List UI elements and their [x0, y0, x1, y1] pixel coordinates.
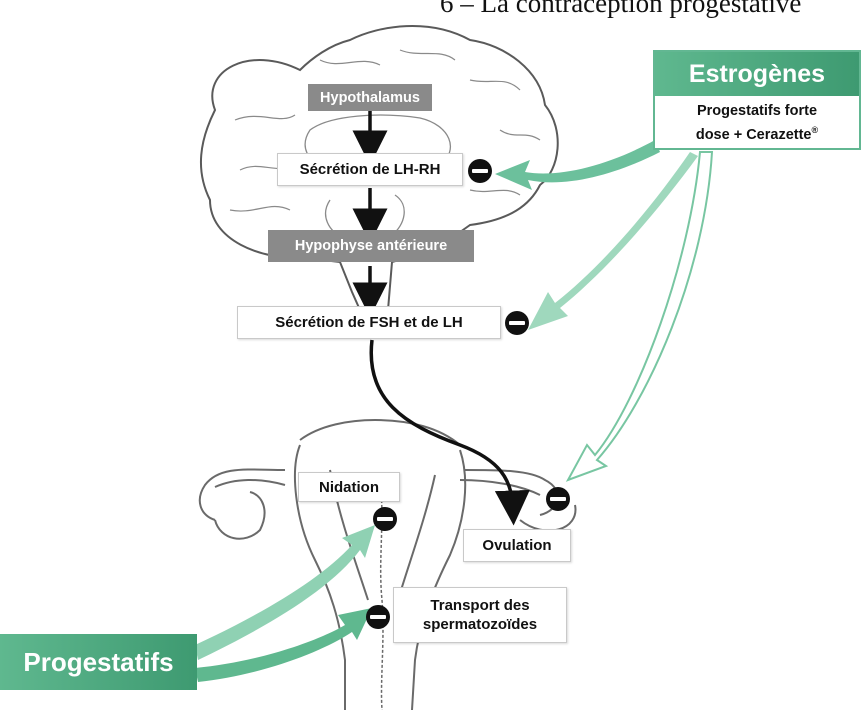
estrogen-subtitle: Progestatifs forte dose + Cerazette®: [655, 98, 859, 148]
transport-line-2: spermatozoïdes: [423, 615, 537, 634]
transport-line-1: Transport des: [430, 596, 529, 615]
progestatif-label: Progestatifs: [0, 634, 197, 690]
estrogen-line-2: dose + Cerazette®: [696, 121, 818, 145]
hypothalamus-box: Hypothalamus: [308, 84, 432, 111]
estrogen-panel: Estrogènes Progestatifs forte dose + Cer…: [653, 50, 861, 150]
inhibition-icon-fsh: [505, 311, 529, 335]
estrogen-arrow-lhrh: [495, 140, 660, 190]
nidation-box: Nidation: [298, 472, 400, 502]
estrogen-arrow-ovulation: [568, 152, 712, 480]
inhibition-icon-transport: [366, 605, 390, 629]
transport-box: Transport des spermatozoïdes: [393, 587, 567, 643]
fsh-lh-secretion-box: Sécrétion de FSH et de LH: [237, 306, 501, 339]
hypophyse-box: Hypophyse antérieure: [268, 230, 474, 262]
page-title: 6 – La contraception progestative: [440, 0, 801, 19]
lhrh-secretion-box: Sécrétion de LH-RH: [277, 153, 463, 186]
inhibition-icon-lhrh: [468, 159, 492, 183]
estrogen-title: Estrogènes: [655, 52, 859, 96]
progestatif-arrows: [195, 525, 375, 682]
estrogen-line-2-text: dose + Cerazette: [696, 126, 812, 142]
estrogen-arrows: [495, 140, 712, 480]
progestatif-arrow-nidation: [195, 525, 375, 660]
estrogen-line-1: Progestatifs forte: [697, 102, 817, 121]
inhibition-icon-ovulation: [546, 487, 570, 511]
inhibition-icon-nidation: [373, 507, 397, 531]
registered-mark: ®: [812, 125, 819, 135]
ovulation-box: Ovulation: [463, 529, 571, 562]
